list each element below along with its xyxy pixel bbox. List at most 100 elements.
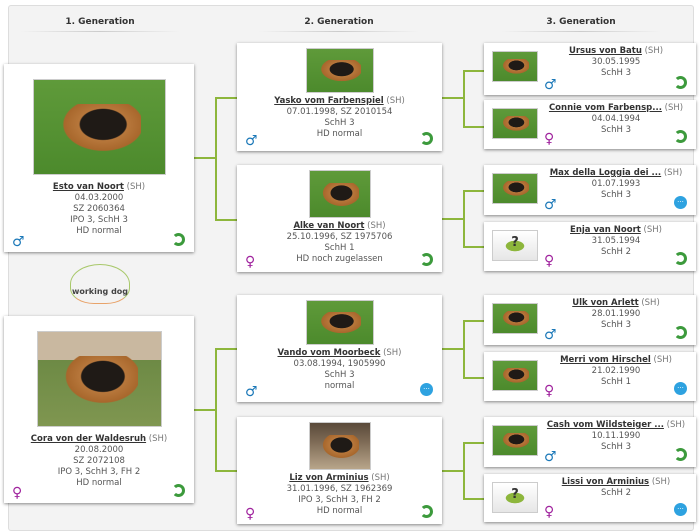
- dog-info-line: 25.10.1996, SZ 1975706: [286, 232, 393, 242]
- female-icon: ♀: [544, 383, 555, 399]
- dog-photo[interactable]: [308, 170, 371, 218]
- pedigree-icon[interactable]: [172, 484, 185, 497]
- dog-photo[interactable]: ?: [492, 482, 538, 513]
- header-generation-3: 3. Generation: [481, 17, 681, 32]
- dog-name-link[interactable]: Enja van Noort: [570, 225, 641, 235]
- dog-info-line: IPO 3, SchH 3: [70, 215, 128, 225]
- dog-info-line: IPO 3, SchH 3, FH 2: [298, 495, 381, 505]
- dog-photo[interactable]: [305, 300, 374, 345]
- dog-details: Alke van Noort (SH)25.10.1996, SZ 197570…: [237, 221, 442, 265]
- dog-photo[interactable]: [305, 48, 374, 93]
- connector-line: [442, 348, 464, 350]
- female-icon: ♀: [544, 131, 555, 147]
- pedigree-icon[interactable]: [674, 326, 687, 339]
- dog-name-link[interactable]: Yasko vom Farbenspiel: [274, 96, 384, 106]
- dog-info-line: SchH 3: [601, 442, 631, 452]
- dog-photo[interactable]: [308, 422, 371, 470]
- info-icon[interactable]: ···: [674, 196, 687, 209]
- dog-card: Vando vom Moorbeck (SH)03.08.1994, 19059…: [237, 295, 442, 402]
- dog-card: Alke van Noort (SH)25.10.1996, SZ 197570…: [237, 165, 442, 272]
- dog-info-line: HD noch zugelassen: [296, 254, 383, 264]
- dog-info-line: 30.05.1995: [591, 57, 641, 67]
- dog-breed: (SH): [641, 298, 660, 308]
- male-icon: ♂: [245, 133, 258, 149]
- dog-name-link[interactable]: Ulk von Arlett: [572, 298, 639, 308]
- dog-info-line: 04.03.2000: [74, 193, 124, 203]
- dog-photo[interactable]: [492, 51, 538, 82]
- pedigree-icon[interactable]: [674, 76, 687, 89]
- dog-name-link[interactable]: Alke van Noort: [293, 221, 365, 231]
- info-icon[interactable]: ···: [420, 383, 433, 396]
- dog-name-link[interactable]: Liz von Arminius: [289, 473, 369, 483]
- dog-name-link[interactable]: Ursus von Batu: [568, 46, 642, 56]
- dog-photo[interactable]: [492, 360, 538, 391]
- dog-breed: (SH): [666, 420, 686, 430]
- dog-name-link[interactable]: Merri vom Hirschel: [560, 355, 651, 365]
- header-generation-2: 2. Generation: [239, 17, 439, 32]
- dog-name-link[interactable]: Esto van Noort: [52, 182, 124, 192]
- dog-photo[interactable]: [492, 303, 538, 334]
- connector-line: [463, 246, 484, 248]
- dog-info-line: 20.08.2000: [74, 445, 124, 455]
- dog-info-line: 28.01.1990: [591, 309, 641, 319]
- dog-card: Yasko vom Farbenspiel (SH)07.01.1998, SZ…: [237, 43, 442, 151]
- connector-line: [215, 97, 217, 221]
- dog-info-line: IPO 3, SchH 3, FH 2: [57, 467, 141, 477]
- male-icon: ♂: [544, 449, 557, 465]
- dog-info-line: SchH 1: [324, 243, 355, 253]
- dog-name-link[interactable]: Vando vom Moorbeck: [277, 348, 381, 358]
- pedigree-icon[interactable]: [674, 252, 687, 265]
- pedigree-icon[interactable]: [420, 253, 433, 266]
- connector-line: [215, 97, 237, 99]
- dog-info-line: 01.07.1993: [591, 179, 641, 189]
- logo-text-dog: dog: [111, 287, 129, 296]
- dog-photo[interactable]: [492, 108, 538, 139]
- dog-breed: (SH): [643, 225, 662, 235]
- dog-photo[interactable]: [36, 331, 162, 427]
- pedigree-icon[interactable]: [420, 505, 433, 518]
- female-icon: ♀: [12, 485, 23, 501]
- female-icon: ♀: [245, 254, 256, 270]
- male-icon: ♂: [12, 234, 25, 250]
- dog-photo[interactable]: [492, 173, 538, 204]
- connector-line: [463, 498, 484, 500]
- connector-line: [463, 442, 465, 500]
- male-icon: ♂: [544, 327, 557, 343]
- dog-name-link[interactable]: Cora von der Waldesruh: [30, 434, 147, 444]
- dog-photo[interactable]: [32, 79, 166, 175]
- pedigree-icon[interactable]: [172, 233, 185, 246]
- info-icon[interactable]: ···: [674, 382, 687, 395]
- dog-photo[interactable]: ?: [492, 230, 538, 261]
- dog-details: Vando vom Moorbeck (SH)03.08.1994, 19059…: [237, 348, 442, 392]
- dog-name-link[interactable]: Connie vom Farbensp...: [548, 103, 662, 113]
- dog-name-link[interactable]: Lissi von Arminius: [561, 477, 650, 487]
- dog-info-line: SchH 2: [601, 247, 631, 257]
- dog-info-line: HD normal: [316, 506, 363, 516]
- male-icon: ♂: [245, 384, 258, 400]
- connector-line: [463, 70, 484, 72]
- female-icon: ♀: [245, 506, 256, 522]
- dog-name-link[interactable]: Max della Loggia dei ...: [549, 168, 662, 178]
- pedigree-icon[interactable]: [420, 132, 433, 145]
- info-icon[interactable]: ···: [674, 503, 687, 516]
- pedigree-icon[interactable]: [674, 448, 687, 461]
- dog-info-line: 03.08.1994, 1905990: [293, 359, 386, 369]
- connector-line: [194, 409, 216, 411]
- connector-line: [215, 470, 237, 472]
- dog-photo[interactable]: [492, 425, 538, 456]
- dog-info-line: SZ 2072108: [73, 456, 125, 466]
- dog-name-link[interactable]: Cash vom Wildsteiger ...: [546, 420, 664, 430]
- pedigree-icon[interactable]: [674, 130, 687, 143]
- dog-breed: (SH): [126, 182, 146, 192]
- dog-info-line: SchH 1: [601, 377, 631, 387]
- connector-line: [442, 97, 464, 99]
- dog-info-line: normal: [324, 381, 355, 391]
